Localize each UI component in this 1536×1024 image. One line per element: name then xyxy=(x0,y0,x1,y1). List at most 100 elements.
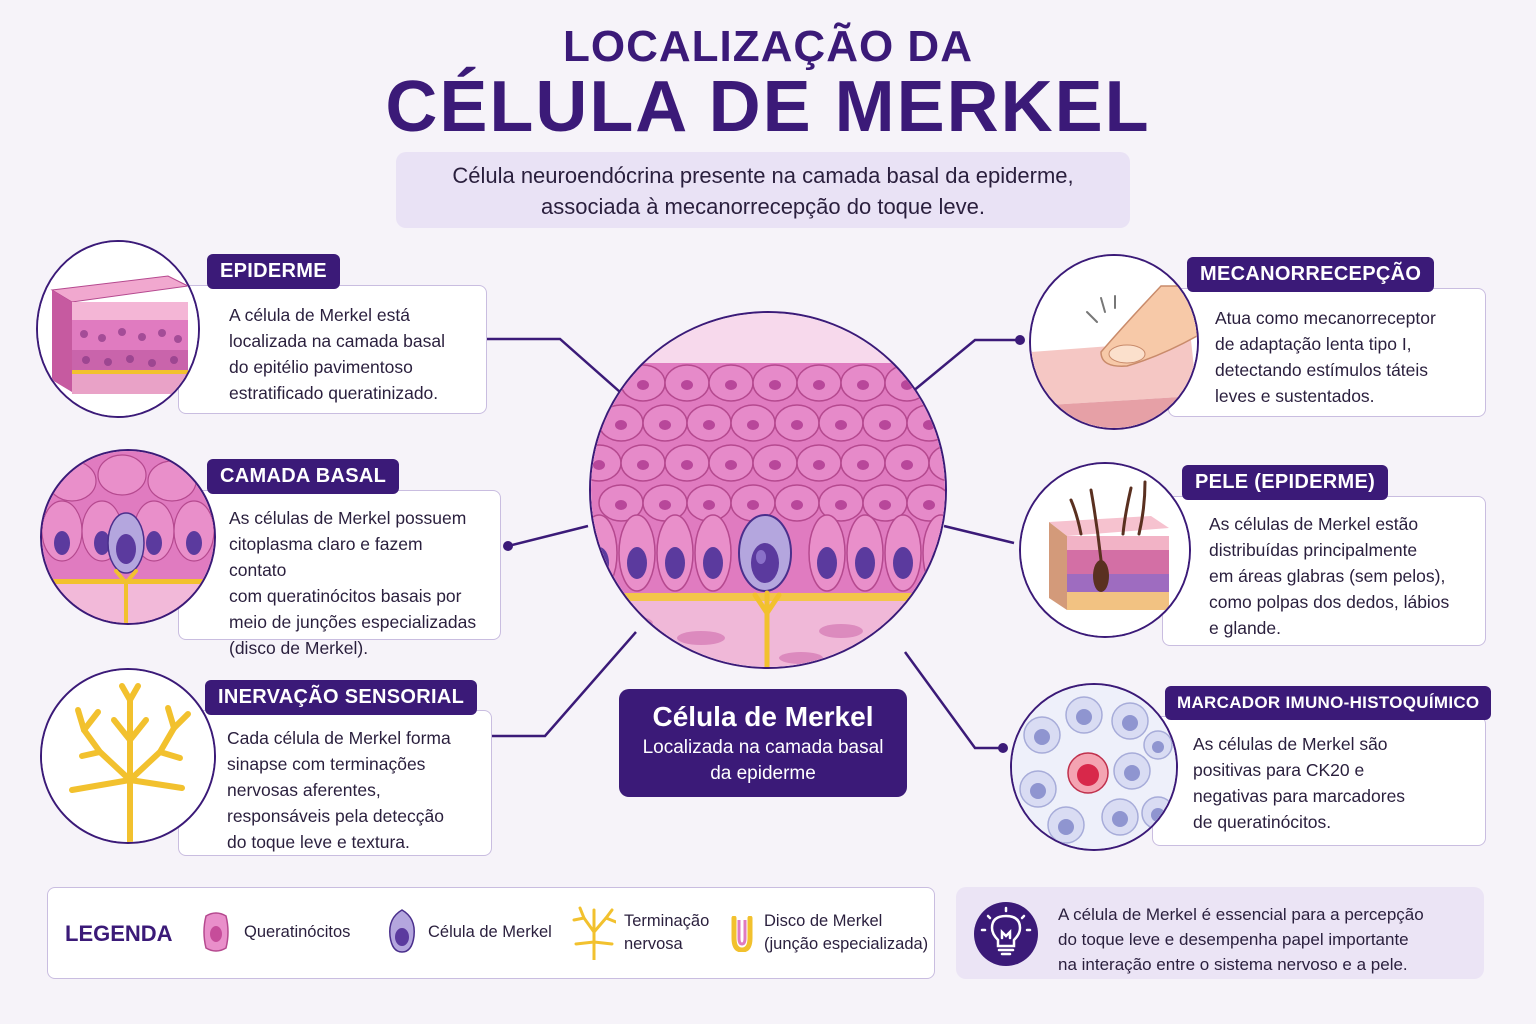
keratinocyte-nucleus xyxy=(615,500,627,510)
keratinocyte-nucleus xyxy=(659,420,671,430)
center-label-subtitle-1: Localizada na camada basal xyxy=(642,737,884,758)
pele-text-3: em áreas glabras (sem pelos), xyxy=(1209,566,1446,586)
mecanorrecepcao-text-3: detectando estímulos táteis xyxy=(1215,360,1429,380)
pele-card: As células de Merkel estão distribuídas … xyxy=(1162,496,1486,646)
epiderme-text-1: A célula de Merkel está xyxy=(229,305,410,325)
marcador-tag: MARCADOR IMUNO-HISTOQUÍMICO xyxy=(1165,686,1492,720)
mecanorrecepcao-text-1: Atua como mecanorreceptor xyxy=(1215,308,1436,328)
epiderme-illustration xyxy=(36,240,200,418)
nerve-fiber-center xyxy=(752,590,782,667)
merkel-cell-center xyxy=(738,514,792,592)
lightbulb-icon xyxy=(974,902,1038,966)
center-label-title: Célula de Merkel xyxy=(652,701,874,732)
legend-label-disc-line-1: Disco de Merkel xyxy=(764,912,883,930)
legend-label-keratinocytes: Queratinócitos xyxy=(244,923,351,941)
keratinocyte-nucleus xyxy=(747,420,759,430)
nerve-ending-icon xyxy=(572,906,616,960)
keratinocyte-nucleus xyxy=(901,460,913,470)
inervacao-illustration xyxy=(40,668,216,844)
note-line-3: na interação entre o sistema nervoso e a… xyxy=(1058,955,1408,974)
inervacao-tag: INERVAÇÃO SENSORIAL xyxy=(205,680,478,715)
keratinocyte-nucleus xyxy=(835,420,847,430)
keratinocyte-nucleus xyxy=(659,500,671,510)
keratinocyte-nucleus xyxy=(725,460,737,470)
marcador-text-3: negativas para marcadores xyxy=(1193,786,1406,806)
legend-label-nerve-line-1: Terminação xyxy=(624,912,710,930)
keratinocyte-nucleus xyxy=(923,500,935,510)
keratinocyte-icon xyxy=(203,912,229,952)
inervacao-text-2: sinapse com terminações xyxy=(227,754,426,774)
basal-nucleus xyxy=(893,547,913,579)
inervacao-text-3: nervosas aferentes, xyxy=(227,780,381,800)
inervacao-text-1: Cada célula de Merkel forma xyxy=(227,728,451,748)
keratinocyte-nucleus xyxy=(637,460,649,470)
keratinocyte-nucleus xyxy=(747,500,759,510)
pele-text-4: como polpas dos dedos, lábios xyxy=(1209,592,1450,612)
camada-basal-illustration xyxy=(40,449,216,625)
legend: LEGENDA Queratinócitos Célula de Merkel … xyxy=(47,887,935,979)
keratinocyte-nucleus xyxy=(769,460,781,470)
legend-label-merkel-cell: Célula de Merkel xyxy=(428,923,552,941)
basal-nucleus xyxy=(703,547,723,579)
center-label: Célula de Merkel Localizada na camada ba… xyxy=(619,689,907,797)
info-note: A célula de Merkel é essencial para a pe… xyxy=(956,887,1484,979)
keratinocyte-nucleus xyxy=(857,460,869,470)
note-line-1: A célula de Merkel é essencial para a pe… xyxy=(1058,905,1424,924)
inervacao-card: Cada célula de Merkel forma sinapse com … xyxy=(178,710,492,856)
keratinocyte-nucleus xyxy=(813,380,825,390)
marcador-text-4: de queratinócitos. xyxy=(1193,812,1332,832)
inervacao-text-5: do toque leve e textura. xyxy=(227,832,410,852)
keratinocyte-nucleus xyxy=(835,500,847,510)
keratinocyte-nucleus xyxy=(703,500,715,510)
epiderme-card: A célula de Merkel está localizada na ca… xyxy=(178,285,487,414)
note-text: A célula de Merkel é essencial para a pe… xyxy=(1058,902,1468,977)
mecanorrecepcao-tag: MECANORRECEPÇÃO xyxy=(1187,257,1435,292)
keratinocyte-nucleus xyxy=(593,460,605,470)
mecanorrecepcao-text-2: de adaptação lenta tipo I, xyxy=(1215,334,1412,354)
basal-nucleus xyxy=(627,547,647,579)
marcador-text-2: positivas para CK20 e xyxy=(1193,760,1365,780)
pele-text-2: distribuídas principalmente xyxy=(1209,540,1418,560)
epiderme-text-4: estratificado queratinizado. xyxy=(229,383,439,403)
mecanorrecepcao-card: Atua como mecanorreceptor de adaptação l… xyxy=(1168,288,1486,417)
keratinocyte-nucleus xyxy=(791,500,803,510)
marcador-illustration xyxy=(1010,683,1178,851)
merkel-cell-icon xyxy=(389,909,415,953)
keratinocyte-nucleus xyxy=(857,380,869,390)
subtitle-line-2: associada à mecanorrecepção do toque lev… xyxy=(541,194,985,219)
pele-text-1: As células de Merkel estão xyxy=(1209,514,1419,534)
camada-basal-text-5: (disco de Merkel). xyxy=(229,638,369,658)
keratinocyte-nucleus xyxy=(813,460,825,470)
camada-basal-tag: CAMADA BASAL xyxy=(207,459,400,494)
basal-nucleus xyxy=(855,547,875,579)
camada-basal-text-4: meio de junções especializadas xyxy=(229,612,477,632)
center-label-subtitle-2: da epiderme xyxy=(710,763,816,784)
inervacao-text-4: responsáveis pela detecção xyxy=(227,806,444,826)
camada-basal-text-2: citoplasma claro e fazem contato xyxy=(229,534,423,580)
keratinocyte-nucleus xyxy=(725,380,737,390)
keratinocyte-nucleus xyxy=(681,380,693,390)
camada-basal-card: As células de Merkel possuem citoplasma … xyxy=(178,490,501,658)
keratinocyte-nucleus xyxy=(791,420,803,430)
keratinocyte-nucleus xyxy=(879,420,891,430)
subtitle-box: Célula neuroendócrina presente na camada… xyxy=(396,152,1130,228)
pele-text-5: e glande. xyxy=(1209,618,1282,638)
keratinocyte-shape xyxy=(928,444,945,482)
keratinocyte-nucleus xyxy=(615,420,627,430)
keratinocyte-nucleus xyxy=(923,420,935,430)
center-tissue-illustration xyxy=(589,311,947,669)
legend-label-disc-line-2: (junção especializada) xyxy=(764,935,929,953)
keratinocyte-nucleus xyxy=(879,500,891,510)
basal-nucleus xyxy=(817,547,837,579)
basal-nucleus xyxy=(665,547,685,579)
pele-illustration xyxy=(1019,462,1191,638)
keratinocyte-nucleus xyxy=(681,460,693,470)
mecanorrecepcao-text-4: leves e sustentados. xyxy=(1215,386,1375,406)
subtitle-line-1: Célula neuroendócrina presente na camada… xyxy=(452,163,1074,188)
title-line-2: CÉLULA DE MERKEL xyxy=(385,67,1151,147)
camada-basal-text-3: com queratinócitos basais por xyxy=(229,586,462,606)
keratinocyte-nucleus xyxy=(637,380,649,390)
keratinocyte-nucleus xyxy=(769,380,781,390)
note-line-2: do toque leve e desempenha papel importa… xyxy=(1058,930,1409,949)
